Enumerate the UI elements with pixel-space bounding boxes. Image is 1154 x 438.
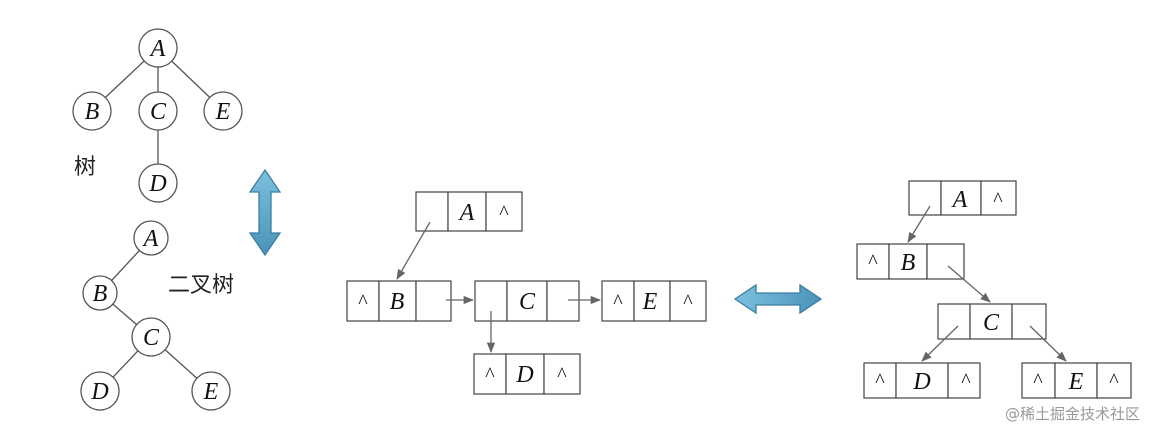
bl-pointer-c-to-d <box>921 325 959 362</box>
cs-node-c: C <box>474 280 580 322</box>
bl-node-e-null-right: ^ <box>1109 370 1119 392</box>
vertical-double-arrow-icon <box>248 168 282 257</box>
bt-node-e-label: E <box>203 379 219 405</box>
bl-node-b: ^ B <box>856 243 965 280</box>
bl-pointer-c-to-e <box>1029 325 1067 362</box>
cs-node-e-null-child: ^ <box>613 291 623 313</box>
bl-node-a-null-right: ^ <box>993 189 1003 211</box>
tree-node-d <box>138 163 178 203</box>
bl-node-a: A ^ <box>908 180 1017 216</box>
watermark: @稀土掘金技术社区 <box>1005 405 1140 423</box>
cs-node-b: ^ B <box>346 280 452 322</box>
tree-node-b <box>72 91 112 131</box>
bl-node-c-label: C <box>983 310 1000 336</box>
bt-node-d-label: D <box>90 379 108 405</box>
binary-tree-caption: 二叉树 <box>168 273 234 298</box>
bl-node-b-null-left: ^ <box>868 251 878 273</box>
cs-node-a-null-sibling: ^ <box>499 202 509 224</box>
cs-node-d: ^ D ^ <box>473 353 581 395</box>
cs-pointer-a-to-b <box>396 221 431 280</box>
bl-node-e-null-left: ^ <box>1033 370 1043 392</box>
child-sibling-list: A ^ ^ B C ^ E ^ <box>346 191 707 395</box>
bl-node-d: ^ D ^ <box>863 362 981 399</box>
bl-node-d-label: D <box>912 369 930 395</box>
tree-node-c-label: C <box>150 99 167 125</box>
bl-node-c: C <box>937 303 1047 340</box>
cs-node-e-label: E <box>642 289 658 315</box>
cs-node-e-null-sibling: ^ <box>683 291 693 313</box>
tree-node-a <box>138 28 178 68</box>
bt-node-b <box>82 275 118 311</box>
binary-tree: A B C D E 二叉树 <box>80 220 234 411</box>
cs-node-a: A ^ <box>415 191 523 232</box>
bt-node-a <box>133 220 169 256</box>
bl-pointer-b-to-c <box>947 265 991 303</box>
horizontal-double-arrow-icon <box>733 283 823 315</box>
cs-node-d-label: D <box>515 362 533 388</box>
tree-caption: 树 <box>74 155 96 180</box>
tree-node-d-label: D <box>148 171 166 197</box>
cs-node-b-null-child: ^ <box>358 291 368 313</box>
cs-node-e: ^ E ^ <box>601 280 707 322</box>
cs-node-b-label: B <box>390 289 405 315</box>
binary-linked-list: A ^ ^ B C ^ D ^ <box>856 180 1132 399</box>
bl-node-d-null-left: ^ <box>875 370 885 392</box>
bl-node-e: ^ E ^ <box>1021 362 1132 399</box>
cs-node-d-null-sibling: ^ <box>557 364 567 386</box>
bl-node-a-label: A <box>951 187 968 213</box>
bt-node-a-label: A <box>142 226 159 252</box>
bt-node-c <box>131 317 171 357</box>
tree-node-e <box>203 91 243 131</box>
bl-node-b-label: B <box>901 250 916 276</box>
bl-node-e-label: E <box>1068 369 1084 395</box>
bt-node-d <box>80 371 120 411</box>
tree-node-c <box>138 91 178 131</box>
bt-node-e <box>191 371 231 411</box>
bl-node-d-null-right: ^ <box>961 370 971 392</box>
cs-node-d-null-child: ^ <box>485 364 495 386</box>
cs-node-a-label: A <box>458 200 475 226</box>
cs-node-c-label: C <box>519 289 536 315</box>
general-tree: A B C E D 树 <box>72 28 243 203</box>
tree-node-e-label: E <box>215 99 231 125</box>
tree-node-a-label: A <box>149 36 166 62</box>
bt-node-b-label: B <box>93 281 108 307</box>
tree-node-b-label: B <box>85 99 100 125</box>
bl-pointer-a-to-b <box>907 205 931 243</box>
bt-node-c-label: C <box>143 325 160 351</box>
